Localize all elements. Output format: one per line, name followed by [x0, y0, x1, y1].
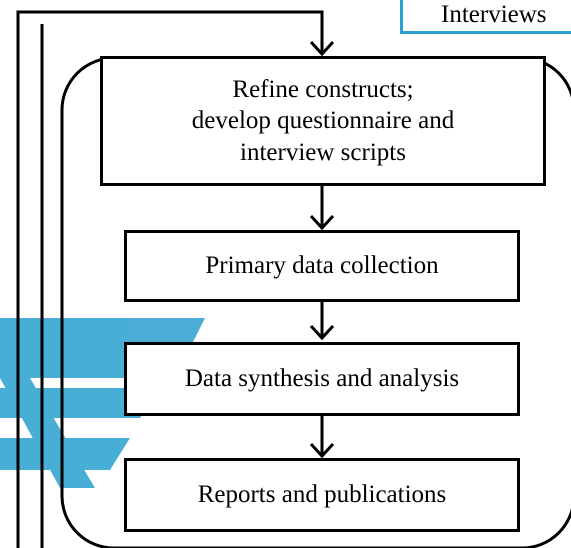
primary-data-collection-box: Primary data collection — [124, 230, 520, 302]
arrow-into-refine — [309, 40, 335, 57]
data-synthesis-box: Data synthesis and analysis — [124, 342, 520, 416]
arrowhead-collection — [309, 214, 335, 231]
refine-line-3: interview scripts — [240, 138, 406, 166]
refine-line-1: Refine constructs; — [232, 76, 414, 104]
reports-publications-box: Reports and publications — [124, 458, 520, 532]
watermark-logo — [0, 318, 205, 488]
watermark-diagonal — [0, 378, 95, 488]
refine-line-2: develop questionnaire and — [191, 107, 455, 135]
collection-label: Primary data collection — [205, 252, 439, 280]
arrowhead-reports — [309, 442, 335, 459]
feedback-loop-lines — [16, 10, 324, 548]
flow-connectors — [309, 186, 335, 459]
outer-feedback-line — [16, 10, 324, 548]
reports-label: Reports and publications — [197, 481, 447, 509]
interviews-box: Interviews — [400, 0, 571, 34]
interviews-label: Interviews — [441, 1, 547, 28]
arrowhead-synthesis — [309, 324, 335, 341]
synthesis-label: Data synthesis and analysis — [184, 365, 460, 393]
refine-constructs-box: Refine constructs; develop questionnaire… — [100, 56, 546, 186]
